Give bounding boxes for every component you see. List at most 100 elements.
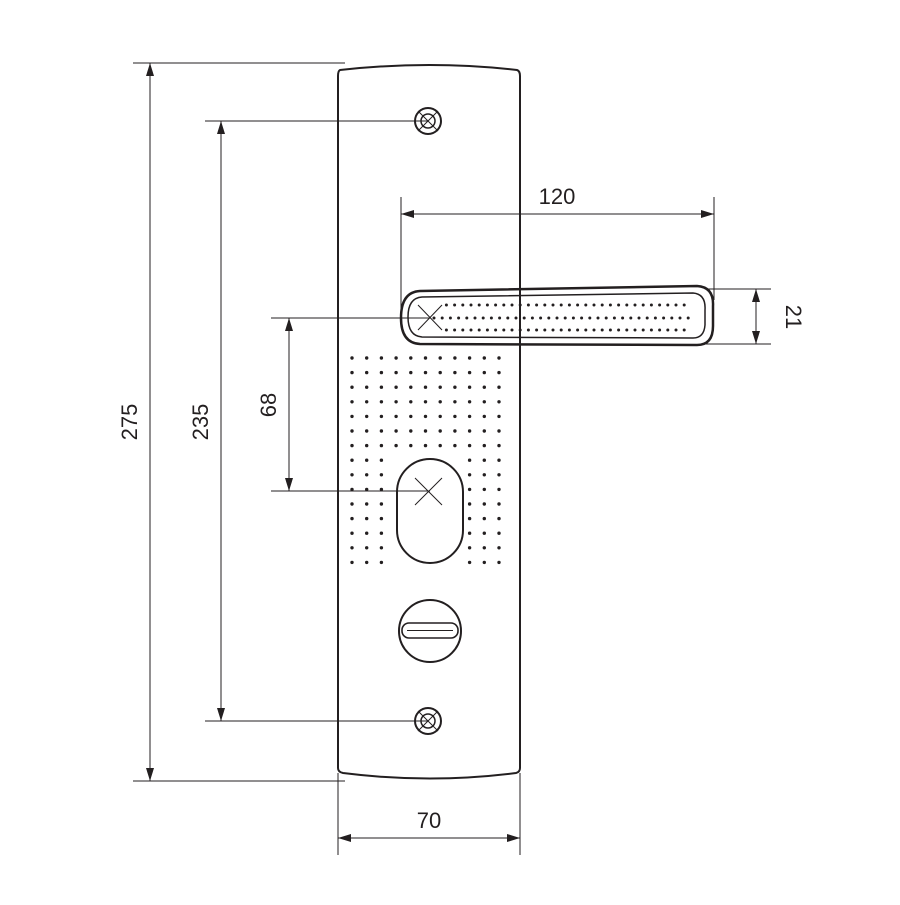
handle-texture-dot (641, 328, 645, 332)
texture-dot (379, 385, 384, 389)
handle-texture-dot (658, 303, 662, 307)
texture-dot (438, 370, 442, 375)
dimension-label-handle-length: 120 (539, 184, 576, 209)
texture-dot (379, 414, 384, 419)
lever-handle (399, 284, 715, 347)
handle-texture-dot (518, 328, 522, 332)
handle-texture-dot (469, 328, 473, 332)
texture-dot (438, 356, 442, 360)
texture-dot (467, 502, 472, 506)
texture-dot (497, 429, 501, 433)
handle-texture-dot (686, 316, 690, 320)
texture-dot (379, 487, 384, 492)
dot-texture (350, 356, 501, 565)
cylinder-hole (396, 458, 464, 564)
handle-texture-dot (506, 316, 510, 320)
texture-dot (497, 473, 501, 477)
handle-texture-dot (596, 316, 600, 320)
texture-dot (423, 443, 428, 448)
texture-dot (467, 546, 472, 550)
texture-dot (453, 429, 457, 433)
texture-dot (350, 546, 354, 550)
texture-dot (497, 458, 501, 462)
texture-dot (350, 502, 354, 506)
handle-texture-dot (494, 303, 498, 307)
handle-texture-dot (567, 303, 571, 307)
texture-dot (482, 429, 486, 433)
texture-dot (497, 531, 501, 535)
texture-dot (423, 429, 428, 433)
handle-texture-dot (563, 316, 567, 320)
dimension-handle-to-cylinder: 68 (256, 317, 430, 492)
handle-texture-dot (580, 316, 584, 320)
texture-dot (365, 516, 369, 521)
texture-dot (365, 443, 369, 448)
texture-dot (409, 414, 413, 419)
handle-texture-dot (666, 328, 670, 332)
texture-dot (482, 443, 486, 448)
texture-dot (365, 487, 369, 492)
handle-texture-dot (444, 328, 448, 332)
texture-dot (497, 356, 501, 360)
handle-texture-dot (649, 303, 653, 307)
texture-dot (350, 443, 354, 448)
handle-texture-dot (559, 303, 563, 307)
texture-dot (350, 473, 354, 477)
handle-texture-dot (567, 328, 571, 332)
handle-texture-dot (617, 328, 621, 332)
handle-texture-dot (510, 328, 514, 332)
handle-texture-dot (653, 316, 657, 320)
texture-dot (467, 385, 472, 389)
texture-dot (482, 385, 486, 389)
handle-texture-dot (498, 316, 502, 320)
texture-dot (438, 414, 442, 419)
texture-dot (438, 400, 442, 404)
handle-texture-dot (600, 303, 604, 307)
texture-dot (379, 473, 384, 477)
handle-dot-texture (432, 303, 690, 332)
texture-dot (453, 385, 457, 389)
handle-texture-dot (649, 328, 653, 332)
texture-dot (394, 414, 398, 419)
dimension-total-height: 275 (117, 62, 345, 782)
dimension-label-screw-spacing: 235 (188, 404, 213, 441)
handle-texture-dot (473, 316, 477, 320)
handle-texture-dot (526, 303, 530, 307)
handle-texture-dot (674, 303, 678, 307)
texture-dot (467, 443, 472, 448)
handle-texture-dot (571, 316, 575, 320)
texture-dot (365, 370, 369, 375)
handle-texture-dot (551, 328, 555, 332)
texture-dot (497, 560, 501, 565)
texture-dot (482, 414, 486, 419)
handle-texture-dot (461, 328, 465, 332)
texture-dot (379, 443, 384, 448)
handle-texture-dot (600, 328, 604, 332)
handle-texture-dot (592, 303, 596, 307)
handle-texture-dot (662, 316, 666, 320)
texture-dot (394, 443, 398, 448)
texture-dot (453, 356, 457, 360)
texture-dot (482, 502, 486, 506)
texture-dot (350, 414, 354, 419)
handle-texture-dot (576, 328, 580, 332)
dimension-handle-width: 21 (705, 288, 806, 345)
handle-texture-dot (502, 328, 506, 332)
texture-dot (423, 414, 428, 419)
handle-texture-dot (453, 303, 457, 307)
handle-texture-dot (526, 328, 530, 332)
texture-dot (497, 516, 501, 521)
texture-dot (350, 356, 354, 360)
texture-dot (482, 546, 486, 550)
texture-dot (423, 370, 428, 375)
handle-texture-dot (444, 303, 448, 307)
texture-dot (394, 370, 398, 375)
dimension-label-handle-width: 21 (781, 305, 806, 329)
handle-texture-dot (555, 316, 559, 320)
texture-dot (365, 546, 369, 550)
texture-dot (453, 400, 457, 404)
texture-dot (409, 385, 413, 389)
dimension-label-plate-width: 70 (417, 808, 441, 833)
texture-dot (482, 458, 486, 462)
